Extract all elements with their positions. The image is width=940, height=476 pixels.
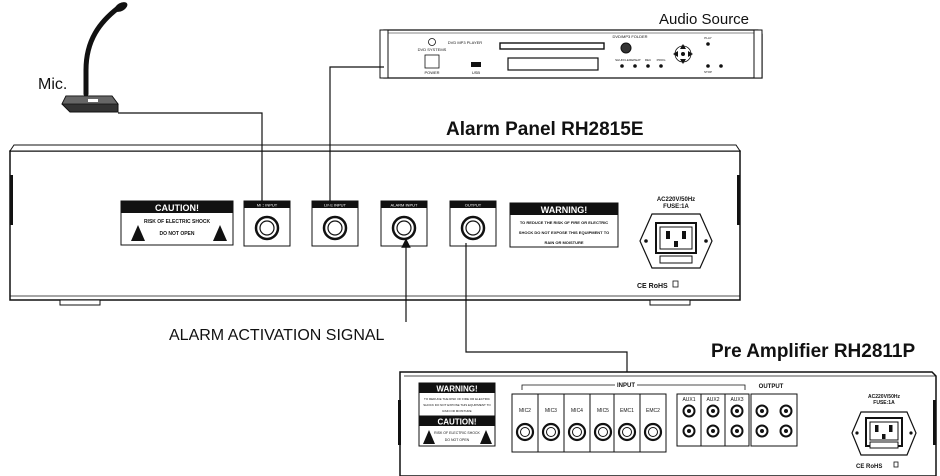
alarm-cert: CE RoHS — [637, 283, 668, 290]
pre-amplifier: WARNING! TO REDUCE THE RISK OF FIRE OR E… — [398, 371, 937, 476]
dvd-power-button[interactable] — [424, 54, 440, 69]
alarm-warning-line2: SHOCK DO NOT EXPOSE THIS EQUIPMENT TO — [519, 230, 609, 235]
alarm-caution-label: CAUTION! RISK OF ELECTRIC SHOCK DO NOT O… — [120, 200, 234, 246]
alarm-warning-label: WARNING! TO REDUCE THE RISK OF FIRE OR E… — [509, 202, 619, 248]
dvd-usb-port — [471, 62, 481, 67]
preamp-aux1: AUX1 — [676, 393, 702, 447]
preamp-input-label: EMC1 — [620, 408, 634, 414]
dvd-label-shuffle: SHUFFLE — [615, 58, 629, 62]
preamp-aux2: AUX2 — [700, 393, 726, 447]
preamp-input-label: MIC4 — [571, 408, 583, 414]
preamp-input-emc2: EMC2 — [639, 393, 667, 453]
dvd-label-play: PLAY — [704, 36, 711, 40]
preamp-warning-label: WARNING! TO REDUCE THE RISK OF FIRE OR E… — [418, 382, 496, 420]
shock-triangle-icon — [213, 225, 227, 241]
alarm-port-label-line: LINE INPUT — [324, 203, 347, 208]
preamp-shock-triangle-icon — [480, 430, 492, 444]
alarm-port-line-input: LINE INPUT — [311, 200, 359, 247]
alarm-caution-title: CAUTION! — [155, 203, 199, 213]
alarm-port-alarm-input: ALARM INPUT — [380, 200, 428, 247]
preamp-warning-title: WARNING! — [436, 385, 477, 394]
preamp-fuse: FUSE:1A — [873, 400, 895, 406]
preamp-input-mic2: MIC2 — [511, 393, 539, 453]
alarm-port-label-alarm: ALARM INPUT — [391, 203, 418, 208]
pre-amp-title: Pre Amplifier RH2811P — [711, 341, 915, 362]
dvd-display — [507, 57, 599, 71]
mic-talk-button — [88, 99, 98, 102]
preamp-power-rating: AC220V/50Hz — [868, 394, 900, 400]
preamp-input-label: MIC3 — [545, 408, 557, 414]
preamp-warning-line2: SHOCK DO NOT EXPOSE THIS EQUIPMENT TO — [423, 403, 491, 407]
preamp-output-group-label: OUTPUT — [759, 384, 784, 390]
weee-bin-icon — [672, 280, 679, 288]
preamp-warning-triangle-icon — [423, 430, 435, 444]
dvd-label-rec: REC — [645, 58, 652, 62]
alarm-port-label-output: OUTPUT — [465, 203, 482, 208]
preamp-power-socket-icon — [851, 411, 917, 456]
dvd-label-stop-a: STOP — [704, 70, 712, 74]
preamp-warning-line1: TO REDUCE THE RISK OF FIRE OR ELECTRIC — [424, 397, 491, 401]
dvd-label-0: DVD/MP3 FOLDER — [612, 34, 647, 39]
alarm-warning-line1: TO REDUCE THE RISK OF FIRE OR ELECTRIC — [520, 220, 608, 225]
dvd-navigation-pad[interactable] — [673, 44, 693, 64]
dvd-label-repeat: REPEAT — [629, 58, 641, 62]
preamp-aux-label: AUX2 — [706, 397, 719, 403]
preamp-input-label: MIC5 — [597, 408, 609, 414]
preamp-caution-line2: DO NOT OPEN — [445, 438, 470, 442]
alarm-port-label-mic: MIC INPUT — [257, 203, 278, 208]
alarm-panel-title: Alarm Panel RH2815E — [446, 119, 644, 140]
preamp-aux-label: AUX3 — [730, 397, 743, 403]
preamp-aux-label: AUX1 — [682, 397, 695, 403]
preamp-input-label: MIC2 — [519, 408, 531, 414]
dvd-volume-knob[interactable] — [620, 42, 632, 54]
alarm-warning-title: WARNING! — [541, 205, 588, 215]
alarm-caution-line1: RISK OF ELECTRIC SHOCK — [144, 219, 211, 225]
alarm-activation-label: ALARM ACTIVATION SIGNAL — [169, 327, 385, 344]
dvd-model: DVD MP3 PLAYER — [448, 40, 482, 45]
preamp-input-mic3: MIC3 — [537, 393, 565, 453]
dvd-power-label: POWER — [424, 70, 439, 75]
preamp-input-group-label: INPUT — [617, 383, 635, 389]
preamp-input-label: EMC2 — [646, 408, 660, 414]
preamp-input-emc1: EMC1 — [613, 393, 641, 453]
alarm-port-mic-input: MIC INPUT — [243, 200, 291, 247]
preamp-weee-bin-icon — [893, 461, 899, 468]
dvd-label-prog: PROG — [657, 58, 667, 62]
preamp-output-jacks — [750, 393, 798, 447]
preamp-cert: CE RoHS — [856, 464, 882, 470]
audio-source-title: Audio Source — [659, 11, 749, 28]
mic-label: Mic. — [38, 76, 67, 93]
dvd-player: DVD SYSTEMS DVD MP3 PLAYER POWER USB DVD… — [379, 11, 763, 79]
alarm-fuse: FUSE:1A — [663, 204, 689, 210]
alarm-warning-line3: RAIN OR MOISTURE — [544, 240, 583, 245]
preamp-warning-line3: RAIN OR MOISTURE — [442, 409, 471, 413]
dvd-brand: DVD SYSTEMS — [418, 47, 447, 52]
dvd-logo-icon — [428, 38, 436, 46]
preamp-input-mic5: MIC5 — [589, 393, 617, 453]
warning-triangle-icon — [131, 225, 145, 241]
preamp-caution-label: CAUTION! RISK OF ELECTRIC SHOCK DO NOT O… — [418, 415, 496, 447]
preamp-input-mic4: MIC4 — [563, 393, 591, 453]
preamp-caution-title: CAUTION! — [437, 418, 476, 427]
alarm-power-socket-icon — [639, 213, 713, 269]
alarm-port-output: OUTPUT — [449, 200, 497, 247]
dvd-usb-label: USB — [472, 70, 481, 75]
mic-cable — [118, 112, 263, 208]
dvd-disc-tray — [499, 42, 605, 50]
alarm-power-rating: AC220V/50Hz — [657, 197, 695, 203]
alarm-panel: CAUTION! RISK OF ELECTRIC SHOCK DO NOT O… — [9, 144, 741, 306]
preamp-aux3: AUX3 — [724, 393, 750, 447]
alarm-caution-line2: DO NOT OPEN — [159, 231, 194, 237]
preamp-caution-line1: RISK OF ELECTRIC SHOCK — [434, 431, 480, 435]
line-cable — [329, 66, 384, 208]
microphone: Mic. — [38, 2, 128, 113]
